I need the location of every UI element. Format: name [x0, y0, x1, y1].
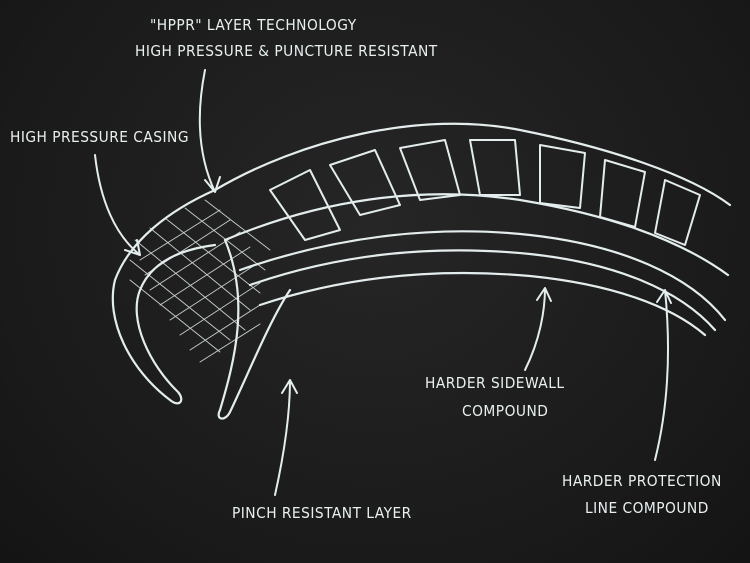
tread-blocks: [269, 139, 701, 246]
sidewall-label-line2: COMPOUND: [462, 402, 549, 420]
sidewall-band: [238, 230, 727, 322]
sidewall-band-2: [248, 249, 717, 332]
tread-outer-edge: [213, 122, 732, 207]
casing-crosshatch: [129, 199, 271, 363]
tread-inner-edge: [223, 193, 730, 277]
sidewall-label-line1: HARDER SIDEWALL: [425, 374, 565, 392]
hppr-title-label: "HPPR" LAYER TECHNOLOGY: [150, 16, 357, 34]
arrow-sidewall: [524, 287, 552, 371]
pinch-label: PINCH RESISTANT LAYER: [232, 504, 412, 522]
callout-arrows: [94, 69, 672, 496]
arrow-hppr: [198, 69, 221, 193]
protection-line: [258, 271, 707, 337]
protection-label-line1: HARDER PROTECTION: [562, 472, 722, 490]
casing-label: HIGH PRESSURE CASING: [10, 128, 189, 146]
arrow-protection: [654, 289, 672, 461]
tire-cross-section: [111, 188, 217, 405]
arrow-casing: [94, 154, 141, 256]
inner-casing: [217, 238, 292, 420]
arrow-pinch: [274, 379, 298, 496]
hppr-subtitle-label: HIGH PRESSURE & PUNCTURE RESISTANT: [135, 42, 438, 60]
protection-label-line2: LINE COMPOUND: [585, 499, 709, 517]
